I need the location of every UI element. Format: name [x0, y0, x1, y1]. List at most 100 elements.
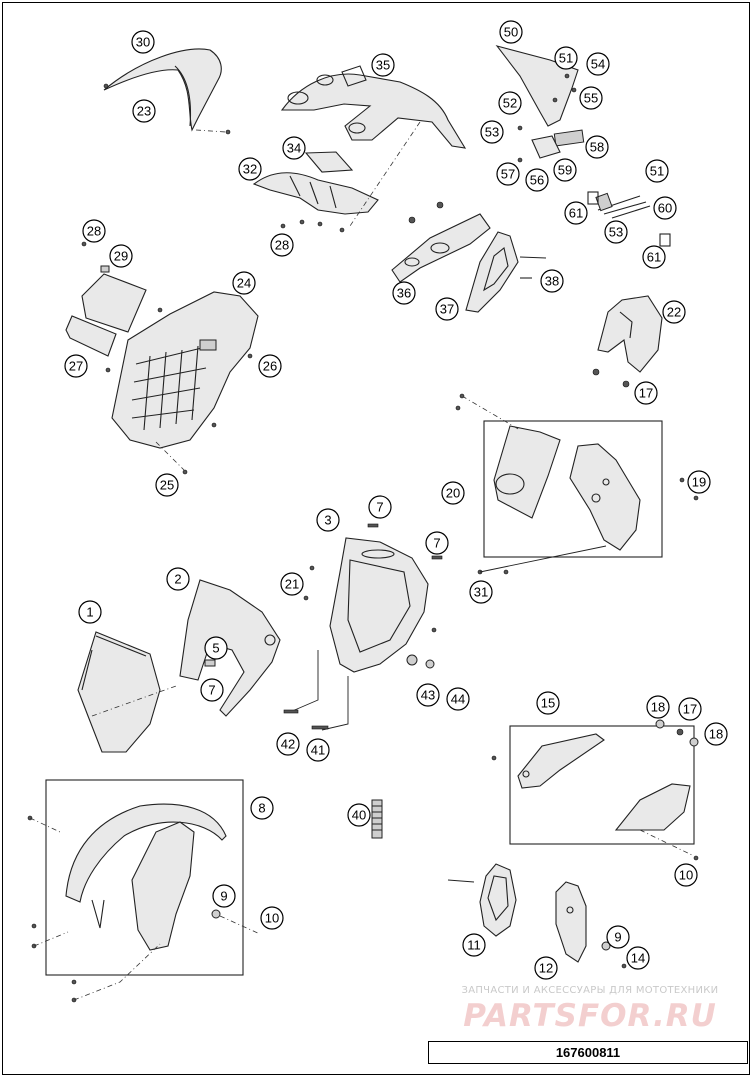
part-29-plate — [81, 273, 147, 333]
callout-label: 26 — [263, 359, 277, 374]
callout-circle — [642, 245, 666, 269]
callout-53: 53 — [604, 220, 628, 244]
callout-circle — [554, 46, 578, 70]
callout-circle — [280, 572, 304, 596]
callout-35: 35 — [371, 53, 395, 77]
callout-56: 56 — [525, 168, 549, 192]
screw-57 — [517, 157, 523, 163]
callout-14: 14 — [626, 946, 650, 970]
callout-11: 11 — [462, 933, 486, 957]
callout-23: 23 — [132, 99, 156, 123]
callout-circle — [250, 796, 274, 820]
callout-circle — [392, 281, 416, 305]
callout-61: 61 — [564, 201, 588, 225]
callout-circle — [306, 738, 330, 762]
callout-circle — [109, 244, 133, 268]
part-8-front-fender — [65, 803, 227, 951]
screw-28c — [317, 221, 323, 227]
part-2-fairing — [179, 579, 281, 717]
callout-36: 36 — [392, 281, 416, 305]
callout-label: 59 — [558, 163, 572, 178]
part-3-frame — [329, 537, 429, 673]
callout-10: 10 — [260, 906, 284, 930]
screw-24b — [157, 307, 163, 313]
callout-circle — [260, 906, 284, 930]
callout-circle — [155, 473, 179, 497]
callout-label: 57 — [501, 167, 515, 182]
callout-circle — [674, 863, 698, 887]
callout-label: 24 — [237, 276, 251, 291]
callout-17: 17 — [634, 381, 658, 405]
callout-42: 42 — [276, 732, 300, 756]
clip-28 — [100, 265, 110, 273]
screw-7a — [367, 523, 379, 528]
callout-17: 17 — [678, 697, 702, 721]
callout-circle — [586, 52, 610, 76]
callout-label: 43 — [421, 688, 435, 703]
callout-label: 9 — [220, 889, 227, 904]
callout-9: 9 — [606, 925, 630, 949]
part-15-lower-panel — [614, 783, 691, 831]
callout-circle — [132, 99, 156, 123]
callout-label: 60 — [658, 201, 672, 216]
callout-7: 7 — [425, 531, 449, 555]
callout-label: 14 — [631, 951, 645, 966]
screw-28b — [299, 219, 305, 225]
callout-circle — [416, 683, 440, 707]
part-56-bracket — [531, 135, 561, 159]
screw-17 — [622, 380, 630, 388]
washer-9a — [211, 909, 221, 919]
callout-20: 20 — [441, 481, 465, 505]
callout-circle — [585, 135, 609, 159]
callout-7: 7 — [200, 678, 224, 702]
screw-28 — [280, 223, 286, 229]
callout-51: 51 — [554, 46, 578, 70]
screw-36a — [408, 216, 416, 224]
callout-label: 35 — [376, 58, 390, 73]
callout-circle — [282, 136, 306, 160]
screw-24c — [211, 422, 217, 428]
callout-label: 54 — [591, 57, 605, 72]
callout-12: 12 — [534, 956, 558, 980]
callout-label: 41 — [311, 743, 325, 758]
callout-label: 55 — [584, 91, 598, 106]
callout-label: 27 — [69, 359, 83, 374]
screw-21a — [309, 565, 315, 571]
part-30-cover — [103, 48, 222, 132]
callout-label: 20 — [446, 486, 460, 501]
callout-circle — [238, 157, 262, 181]
leader-1 — [91, 685, 177, 717]
callout-circle — [435, 297, 459, 321]
callout-7: 7 — [368, 495, 392, 519]
callout-label: 17 — [639, 386, 653, 401]
bolt-42 — [283, 709, 299, 714]
callout-3: 3 — [316, 508, 340, 532]
callout-label: 23 — [137, 104, 151, 119]
callout-circle — [64, 354, 88, 378]
callout-circle — [371, 53, 395, 77]
callout-label: 53 — [609, 225, 623, 240]
callout-circle — [496, 162, 520, 186]
callout-label: 30 — [136, 35, 150, 50]
part-12-guard — [555, 881, 587, 963]
bolt-38 — [519, 256, 547, 259]
callout-19: 19 — [687, 470, 711, 494]
callout-circle — [498, 91, 522, 115]
callout-circle — [316, 508, 340, 532]
callout-2: 2 — [166, 567, 190, 591]
callout-circle — [525, 168, 549, 192]
callout-circle — [604, 220, 628, 244]
grommet-18b — [689, 737, 699, 747]
part-15-group-box — [509, 725, 695, 845]
callout-51: 51 — [645, 159, 669, 183]
grommet-18a — [655, 719, 665, 729]
callout-label: 61 — [647, 250, 661, 265]
callout-58: 58 — [585, 135, 609, 159]
leader-30 — [195, 129, 227, 133]
callout-34: 34 — [282, 136, 306, 160]
callout-circle — [480, 120, 504, 144]
part-20-group-box — [483, 420, 663, 558]
bolt-41 — [311, 725, 329, 730]
callout-circle — [270, 233, 294, 257]
